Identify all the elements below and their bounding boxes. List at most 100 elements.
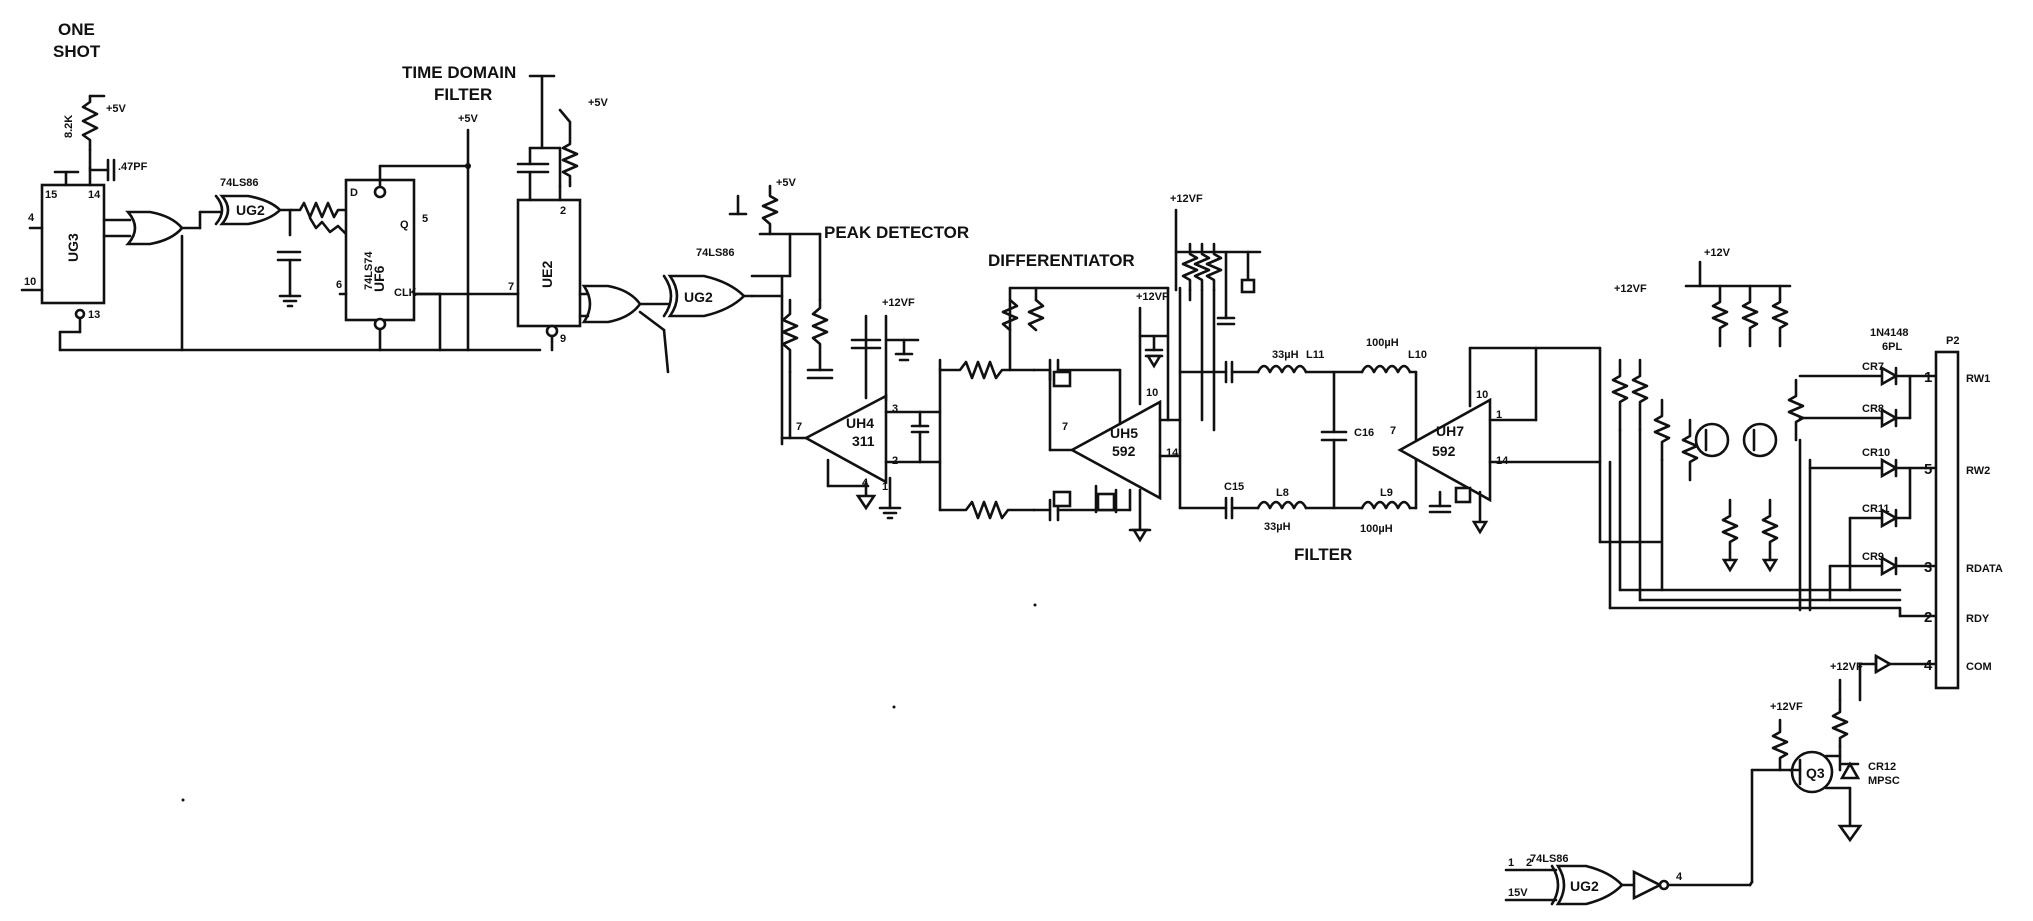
connector-pin-label: RW2 bbox=[1966, 465, 1990, 477]
supply-label: +12VF bbox=[1136, 291, 1169, 303]
resistor-pd-divider bbox=[781, 298, 799, 374]
diode-cr12-upper bbox=[1874, 653, 1893, 675]
connector-pin-num: 2 bbox=[1924, 609, 1932, 626]
peak-detector-label: PEAK DETECTOR bbox=[824, 223, 969, 242]
connector-pin-label: COM bbox=[1966, 661, 1992, 673]
uf6-pin-5: 5 bbox=[422, 213, 428, 225]
diode-cr7-label: CR7 bbox=[1862, 361, 1884, 373]
xor-input-curve bbox=[662, 274, 673, 318]
resistor-diff-bottom bbox=[938, 500, 1036, 520]
one-shot-label-line1: ONE bbox=[58, 20, 95, 39]
ground-triangle bbox=[855, 494, 877, 511]
connector-p2: P2 1 RW1 5 RW2 3 RDATA 2 RDY 4 COM bbox=[1924, 335, 2003, 690]
inductor-100uh-a: 100µH bbox=[1366, 337, 1399, 349]
diode-cr11 bbox=[1880, 507, 1899, 529]
bank-capacitor bbox=[1240, 278, 1256, 294]
ground-triangle bbox=[1721, 558, 1739, 573]
uh7-pin-1: 1 bbox=[1496, 409, 1502, 421]
transistor-q2 bbox=[1742, 422, 1778, 458]
transistor-q3 bbox=[1790, 750, 1834, 794]
inductor-l8-label: L8 bbox=[1276, 487, 1289, 499]
gate-pin-2: 2 bbox=[1526, 857, 1532, 869]
chip-type-74ls86: 74LS86 bbox=[220, 177, 259, 189]
resistor-out-9 bbox=[1721, 498, 1739, 562]
uf6-pin-q: Q bbox=[400, 219, 409, 231]
resistor-pd-network bbox=[811, 298, 829, 372]
resistor-out-7 bbox=[1771, 284, 1789, 348]
diode-cr8 bbox=[1880, 407, 1899, 429]
ug2-b-label: UG2 bbox=[684, 289, 713, 305]
resistor-out-8 bbox=[1787, 378, 1805, 442]
q3-label: Q3 bbox=[1806, 765, 1825, 781]
ground-triangle bbox=[1471, 520, 1489, 535]
connector-pin-label: RDY bbox=[1966, 613, 1990, 625]
uh4-type: 311 bbox=[852, 433, 875, 449]
connector-pin-num: 5 bbox=[1924, 461, 1932, 478]
uh7-type: 592 bbox=[1432, 443, 1456, 459]
inductor-l11-label: L11 bbox=[1306, 349, 1324, 361]
capacitor-c18 bbox=[1052, 490, 1072, 508]
resistor-out-4 bbox=[1681, 418, 1699, 482]
scan-speck bbox=[1033, 603, 1037, 607]
junction bbox=[465, 163, 471, 169]
output-driver-section: +12V +12VF 1N4148 bbox=[1534, 247, 1938, 702]
one-shot-section: ONE SHOT UG3 15 14 13 4 10 8.2K +5V .47P… bbox=[20, 20, 542, 352]
ue2-chip bbox=[516, 198, 582, 328]
connector-name: P2 bbox=[1946, 335, 1959, 347]
ug3-pin-13: 13 bbox=[88, 309, 100, 321]
xor-gate-ug2 bbox=[219, 194, 282, 226]
supply-label: +12VF bbox=[1614, 283, 1647, 295]
wire bbox=[662, 328, 670, 374]
supply-label: +5V bbox=[776, 177, 797, 189]
ground-triangle bbox=[1837, 824, 1863, 843]
uh7-gain-resistor bbox=[1454, 486, 1472, 504]
resistor-diff-top bbox=[938, 360, 1036, 380]
xor-input-curve bbox=[214, 194, 224, 226]
transistor-q1 bbox=[1694, 422, 1730, 458]
uh7-pin-10: 10 bbox=[1476, 389, 1488, 401]
diode-cr9-label: CR9 bbox=[1862, 551, 1884, 563]
resistor-pd-pullup bbox=[761, 184, 779, 236]
ue2-pin-2: 2 bbox=[560, 205, 566, 217]
xor-gate-ug2-b bbox=[667, 274, 746, 318]
uh5-pin-10: 10 bbox=[1146, 387, 1158, 399]
capacitor-c15-label: C15 bbox=[1224, 481, 1244, 493]
scan-speck bbox=[181, 798, 185, 802]
uh7-label: UH7 bbox=[1436, 423, 1464, 439]
resistor-diff-bias bbox=[1001, 298, 1019, 332]
ug3-label: UG3 bbox=[65, 233, 81, 262]
inductor-l8 bbox=[1256, 500, 1308, 510]
ug2-label: UG2 bbox=[236, 202, 265, 218]
differentiator-label: DIFFERENTIATOR bbox=[988, 251, 1135, 270]
supply-label: +12VF bbox=[882, 297, 915, 309]
wire bbox=[638, 310, 666, 332]
diode-cr12 bbox=[1839, 761, 1861, 780]
capacitor-c16-label: C16 bbox=[1354, 427, 1374, 439]
inductor-33uh-b: 33µH bbox=[1264, 521, 1291, 533]
resistor-out-1 bbox=[1611, 358, 1629, 432]
ground-triangle bbox=[1131, 528, 1149, 543]
diode-cr10-label: CR10 bbox=[1862, 447, 1890, 459]
connector-pin-num: 4 bbox=[1924, 657, 1933, 674]
inductor-l9-label: L9 bbox=[1380, 487, 1393, 499]
connector-pin-num: 1 bbox=[1924, 369, 1932, 386]
resistor-bank-2 bbox=[1193, 242, 1211, 292]
time-domain-label-line2: FILTER bbox=[434, 85, 492, 104]
connector-pin-label: RDATA bbox=[1966, 563, 2003, 575]
diode-type-label: 1N4148 bbox=[1870, 327, 1909, 339]
uh4-pin-1: 1 bbox=[882, 481, 888, 493]
ug2-c-label: UG2 bbox=[1570, 878, 1599, 894]
ground-triangle bbox=[1761, 558, 1779, 573]
time-domain-label-line1: TIME DOMAIN bbox=[402, 63, 516, 82]
supply-label: +12V bbox=[1704, 247, 1731, 259]
uh5-amplifier bbox=[1069, 399, 1162, 501]
uh4-pin-7: 7 bbox=[796, 421, 802, 433]
uf6-pin-clk: CLK bbox=[394, 287, 417, 299]
gain-resistor bbox=[1096, 492, 1116, 512]
differentiator-section: DIFFERENTIATOR UH5 592 7 10 14 bbox=[918, 193, 1262, 543]
diode-cr10 bbox=[1880, 457, 1899, 479]
resistor-bank-1 bbox=[1181, 242, 1199, 292]
inductor-l10-label: L10 bbox=[1408, 349, 1427, 361]
